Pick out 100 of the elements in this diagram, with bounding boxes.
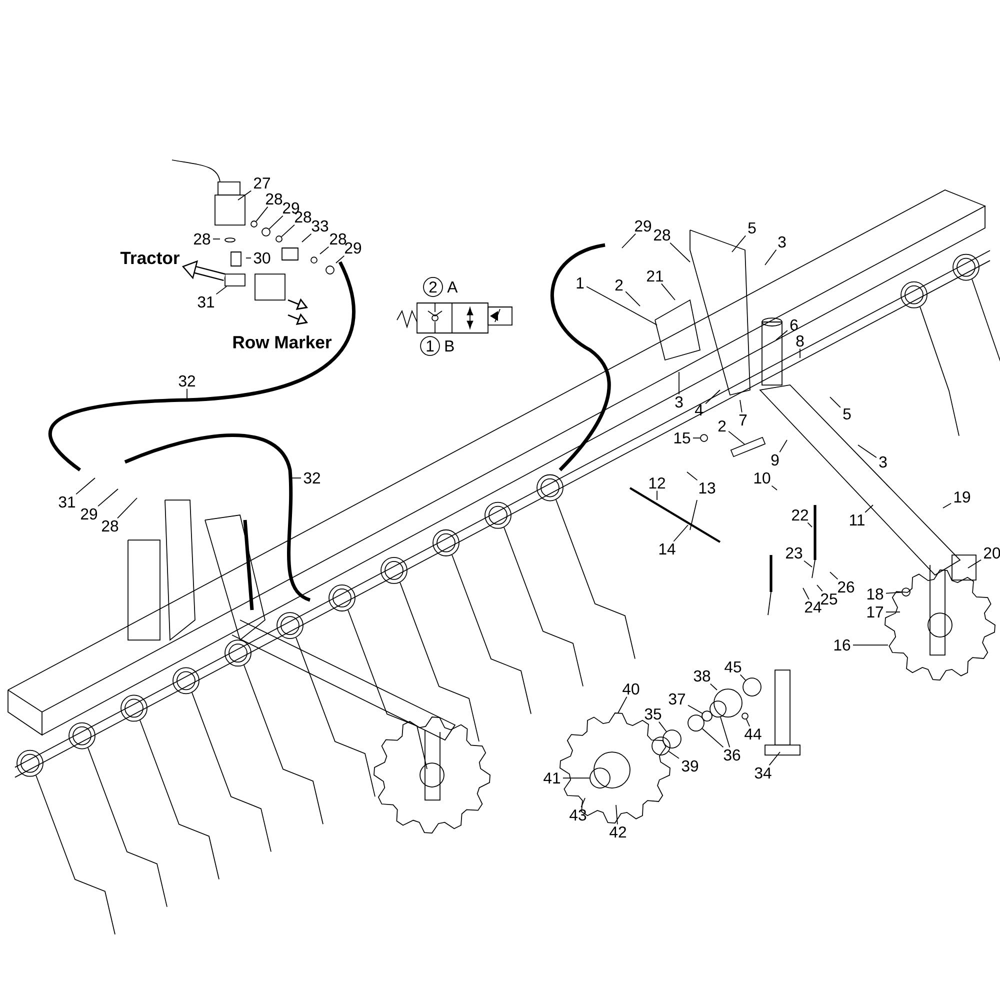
callout-number: 19: [954, 491, 970, 503]
leader-line: [746, 718, 750, 727]
callout-number: 22: [792, 509, 808, 521]
callout-number: 44: [744, 728, 762, 740]
callout-number: 28: [330, 233, 346, 245]
callout-number: 1: [576, 278, 584, 288]
callout-number: 15: [674, 432, 690, 444]
leader-line: [830, 396, 841, 408]
callout-number: 39: [682, 760, 698, 772]
clip: [700, 434, 708, 442]
leader-line: [804, 560, 812, 568]
port-number: 2: [423, 277, 443, 297]
callout-number: 28: [194, 233, 210, 245]
leader-line: [186, 388, 188, 400]
leader-line: [656, 490, 658, 500]
leader-line: [320, 246, 330, 254]
leader-line: [302, 233, 312, 242]
callout-number: 41: [544, 772, 560, 784]
callout-number: 28: [654, 229, 670, 241]
leader-line: [705, 390, 720, 404]
leader-line: [658, 721, 667, 732]
callout-number: 31: [58, 496, 76, 508]
leader-line: [668, 750, 680, 759]
leader-line: [688, 704, 703, 714]
leader-line: [728, 430, 745, 445]
leader-line: [661, 283, 676, 300]
leader-line: [670, 242, 690, 262]
callout-number: 29: [345, 242, 362, 254]
leader-line: [764, 249, 777, 266]
seal-ring: [652, 736, 670, 756]
leader-line: [710, 683, 718, 690]
callout-number: 32: [304, 472, 320, 484]
leader-line: [678, 372, 680, 395]
callout-number: 3: [675, 396, 683, 408]
callout-number: 12: [649, 477, 665, 489]
leader-line: [802, 588, 810, 600]
callout-number: 29: [635, 220, 652, 232]
callout-number: 29: [81, 508, 98, 520]
leader-line: [776, 330, 788, 340]
callout-number: 8: [796, 335, 804, 347]
callout-number: 9: [771, 454, 779, 466]
nut: [742, 712, 748, 720]
callout-number: 26: [838, 581, 854, 593]
spacer: [702, 710, 712, 722]
leader-line: [807, 522, 812, 528]
leader-line: [864, 504, 874, 513]
leader-line: [768, 752, 780, 766]
callout-number: 40: [622, 683, 640, 695]
callout-number: 37: [668, 693, 685, 705]
leader-line: [336, 255, 345, 264]
leader-line: [732, 235, 746, 252]
leader-line: [702, 728, 724, 748]
callout-number: 23: [786, 547, 802, 559]
leader-line: [622, 233, 636, 248]
leader-line: [618, 696, 628, 714]
leader-line: [686, 472, 698, 481]
leader-line: [616, 804, 618, 825]
callout-number: 30: [254, 252, 270, 264]
callout-number: 28: [266, 193, 282, 205]
port-label: B: [445, 340, 454, 352]
washer: [902, 588, 910, 596]
port-number: 1: [420, 336, 440, 356]
callout-number: 24: [805, 601, 822, 613]
fitting: [262, 228, 270, 236]
callout-number: 14: [659, 544, 676, 554]
leader-line: [968, 559, 982, 568]
leader-line: [673, 524, 688, 542]
callout-number: 35: [644, 708, 662, 720]
pin: [730, 436, 766, 458]
leader-line: [852, 644, 888, 646]
leader-line: [779, 440, 788, 453]
callout-number: 18: [867, 588, 884, 600]
leader-line: [117, 498, 138, 519]
leader-line: [720, 716, 730, 748]
callout-number: 21: [647, 270, 664, 282]
callout-number: 10: [754, 472, 770, 484]
callout-number: 3: [778, 236, 786, 248]
callout-number: 4: [694, 404, 703, 416]
callout-number: 27: [254, 177, 270, 189]
leader-line: [76, 478, 96, 495]
leader-line: [212, 238, 220, 240]
callout-number: 3: [879, 456, 887, 468]
callout-number: 5: [748, 222, 756, 234]
callout-number: 28: [102, 520, 118, 532]
washer: [276, 236, 282, 242]
callout-number: 45: [724, 661, 742, 673]
callout-number: 33: [312, 220, 328, 232]
callout-number: 5: [843, 408, 851, 420]
callout-number: 2: [718, 420, 726, 432]
leader-line: [740, 400, 742, 413]
port-label: A: [447, 282, 458, 292]
leader-line: [771, 485, 778, 490]
leader-line: [740, 674, 746, 681]
callout-number: 20: [984, 547, 1000, 559]
bearing: [688, 714, 704, 732]
direction-label: Tractor: [120, 252, 180, 264]
callout-number: 13: [699, 482, 716, 494]
leader-line: [886, 592, 902, 594]
hub: [590, 768, 610, 788]
leader-line: [256, 206, 268, 222]
